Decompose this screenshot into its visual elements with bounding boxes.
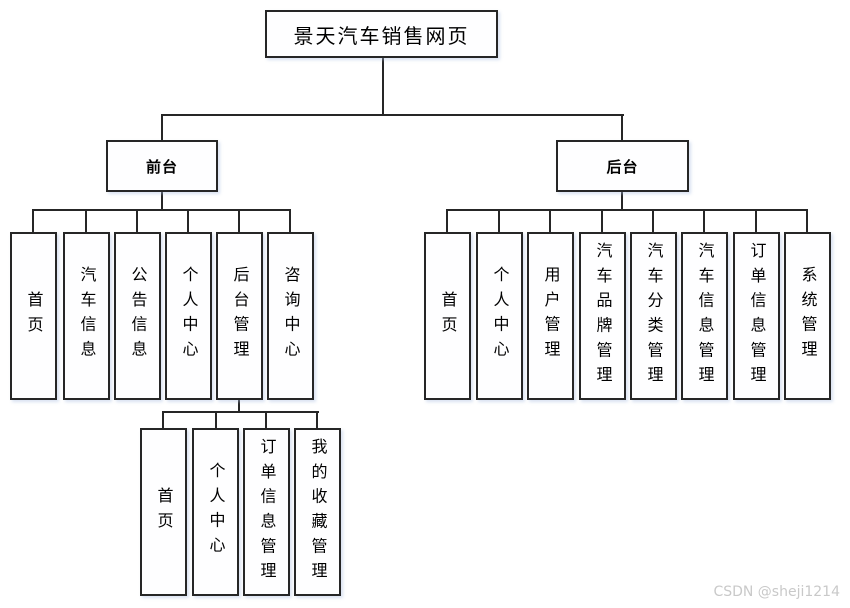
node-front-consultation-center: 咨询中心 [267, 232, 314, 400]
connector-line [316, 411, 318, 428]
connector-line [215, 411, 217, 428]
connector-line [446, 209, 448, 232]
connector-line [601, 209, 603, 232]
connector-line [136, 209, 138, 232]
node-front-car-info: 汽车信息 [63, 232, 110, 400]
connector-line [32, 209, 34, 232]
node-back-car-info-management: 汽车信息管理 [681, 232, 728, 400]
connector-line [32, 209, 291, 211]
node-back-car-category-management: 汽车分类管理 [630, 232, 677, 400]
connector-line [621, 114, 623, 140]
connector-line [238, 400, 240, 413]
connector-line [161, 114, 163, 140]
connector-line [161, 192, 163, 211]
node-front-home: 首页 [10, 232, 57, 400]
connector-line [289, 209, 291, 232]
connector-line [652, 209, 654, 232]
node-sub-personal-center: 个人中心 [192, 428, 239, 596]
node-front-backstage-management: 后台管理 [216, 232, 263, 400]
watermark-text: CSDN @sheji1214 [713, 584, 840, 600]
node-front-announcement-info: 公告信息 [114, 232, 161, 400]
connector-line [162, 411, 319, 413]
node-back-personal-center: 个人中心 [476, 232, 523, 400]
connector-line [382, 58, 384, 116]
node-back-desk: 后台 [556, 140, 689, 192]
connector-line [755, 209, 757, 232]
connector-line [446, 209, 808, 211]
node-front-desk: 前台 [106, 140, 218, 192]
connector-line [238, 209, 240, 232]
connector-line [265, 411, 267, 428]
node-root-title: 景天汽车销售网页 [265, 10, 498, 58]
connector-line [161, 114, 624, 116]
node-back-user-management: 用户管理 [527, 232, 574, 400]
connector-line [187, 209, 189, 232]
node-front-personal-center: 个人中心 [165, 232, 212, 400]
connector-line [621, 192, 623, 211]
connector-line [703, 209, 705, 232]
node-sub-home: 首页 [140, 428, 187, 596]
connector-line [549, 209, 551, 232]
node-back-order-info-management: 订单信息管理 [733, 232, 780, 400]
connector-line [806, 209, 808, 232]
connector-line [498, 209, 500, 232]
connector-line [162, 411, 164, 428]
node-sub-my-favorites-management: 我的收藏管理 [294, 428, 341, 596]
connector-line [85, 209, 87, 232]
node-sub-order-info-management: 订单信息管理 [243, 428, 290, 596]
node-back-car-brand-management: 汽车品牌管理 [579, 232, 626, 400]
node-back-system-management: 系统管理 [784, 232, 831, 400]
node-back-home: 首页 [424, 232, 471, 400]
